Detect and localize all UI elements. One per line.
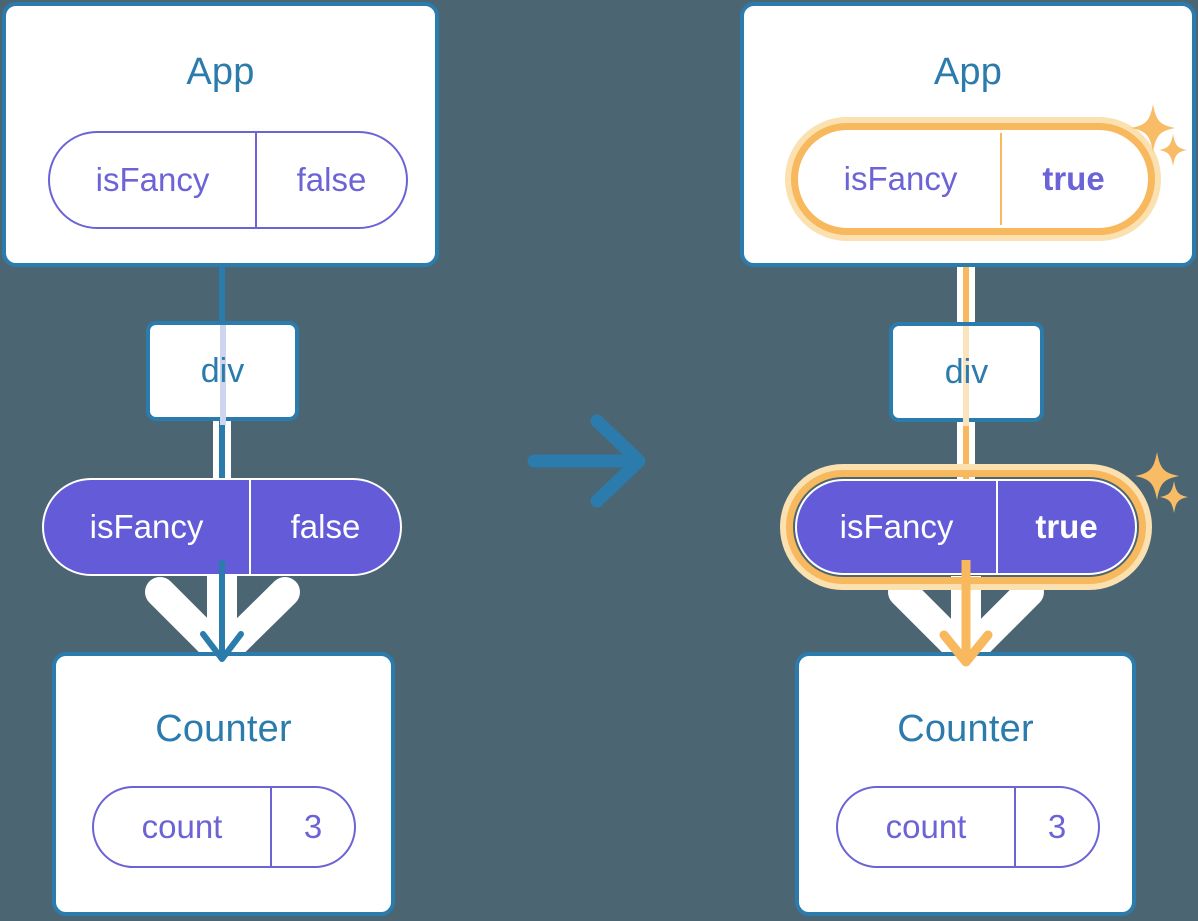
connector-app-to-div-left bbox=[219, 215, 225, 325]
app-card-right: App isFancy true bbox=[740, 2, 1196, 267]
prop-pill-name-right: isFancy bbox=[839, 508, 954, 545]
arrow-right-icon bbox=[527, 414, 646, 508]
app-card-title-right: App bbox=[933, 51, 1003, 93]
app-card-left: App isFancy false bbox=[2, 2, 439, 267]
counter-state-name-right: count bbox=[885, 808, 967, 845]
connector-app-to-div-right bbox=[963, 215, 969, 327]
div-node-right: div bbox=[889, 322, 1044, 426]
counter-card-right: Counter count 3 bbox=[795, 652, 1136, 916]
connector-div-to-prop-right bbox=[963, 410, 969, 500]
prop-pill-right: isFancy true bbox=[795, 479, 1137, 575]
counter-state-pill-right: count 3 bbox=[836, 786, 1100, 868]
counter-state-name-left: count bbox=[141, 808, 223, 845]
app-card-title-left: App bbox=[186, 51, 255, 93]
prop-to-counter-fan-arrow-left bbox=[145, 576, 300, 669]
prop-pill-value-left: false bbox=[249, 480, 400, 574]
div-internal-line-right bbox=[963, 326, 969, 426]
app-state-name-left: isFancy bbox=[95, 161, 210, 198]
app-state-value-right: true bbox=[1000, 133, 1145, 225]
div-node-label-left: div bbox=[200, 351, 245, 390]
app-state-value-left: false bbox=[255, 133, 406, 227]
connector-div-to-prop-left bbox=[219, 410, 225, 500]
counter-state-value-left: 3 bbox=[270, 788, 354, 866]
app-state-name-right: isFancy bbox=[843, 160, 958, 197]
prop-pill-left: isFancy false bbox=[42, 478, 402, 576]
counter-state-value-right: 3 bbox=[1014, 788, 1098, 866]
app-state-pill-left: isFancy false bbox=[48, 131, 408, 229]
div-node-label-right: div bbox=[944, 352, 989, 391]
counter-state-pill-left: count 3 bbox=[92, 786, 356, 868]
sparkle-small-icon-2 bbox=[1160, 481, 1188, 513]
app-state-highlight-glow-right bbox=[785, 117, 1161, 241]
prop-pill-value-right: true bbox=[996, 481, 1135, 573]
counter-card-left: Counter count 3 bbox=[52, 652, 395, 916]
prop-pill-name-left: isFancy bbox=[89, 508, 204, 545]
div-node-left: div bbox=[146, 321, 299, 425]
app-state-pill-right: isFancy true bbox=[799, 131, 1147, 227]
counter-card-title-right: Counter bbox=[897, 708, 1034, 750]
div-internal-line-left bbox=[220, 325, 226, 425]
counter-card-title-left: Counter bbox=[155, 708, 292, 750]
app-state-highlight-ring-right bbox=[791, 123, 1155, 235]
